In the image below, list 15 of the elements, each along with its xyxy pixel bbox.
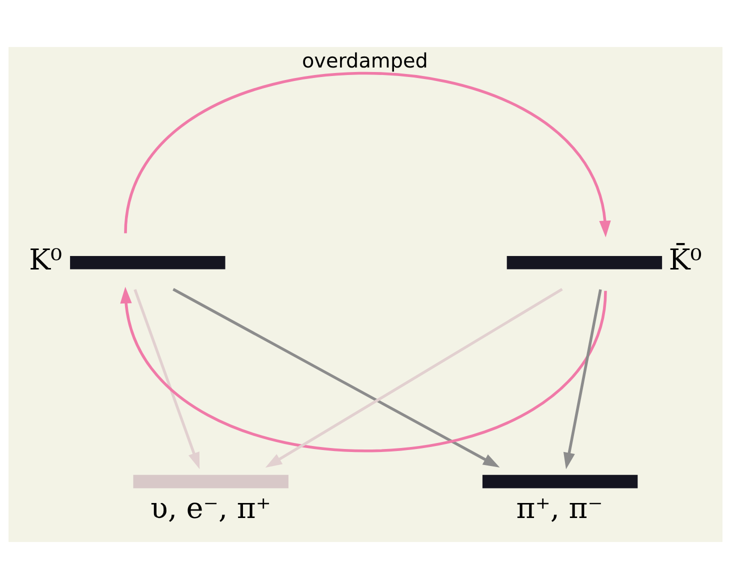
node-box xyxy=(482,474,638,488)
arrow xyxy=(124,72,611,237)
node-label: υ, e⁻, π⁺ xyxy=(150,490,271,524)
node-box xyxy=(133,474,288,488)
arrow xyxy=(265,288,563,468)
node-box xyxy=(506,255,662,269)
arrow xyxy=(134,288,200,469)
node-label: π⁺, π⁻ xyxy=(516,490,603,524)
arrow xyxy=(172,288,500,467)
node-label: K⁰ xyxy=(29,242,62,276)
arrow xyxy=(120,286,607,452)
node-label: K̄⁰ xyxy=(668,242,702,276)
edge-label: overdamped xyxy=(302,48,428,72)
node-box xyxy=(70,255,226,269)
arrow xyxy=(563,288,602,469)
